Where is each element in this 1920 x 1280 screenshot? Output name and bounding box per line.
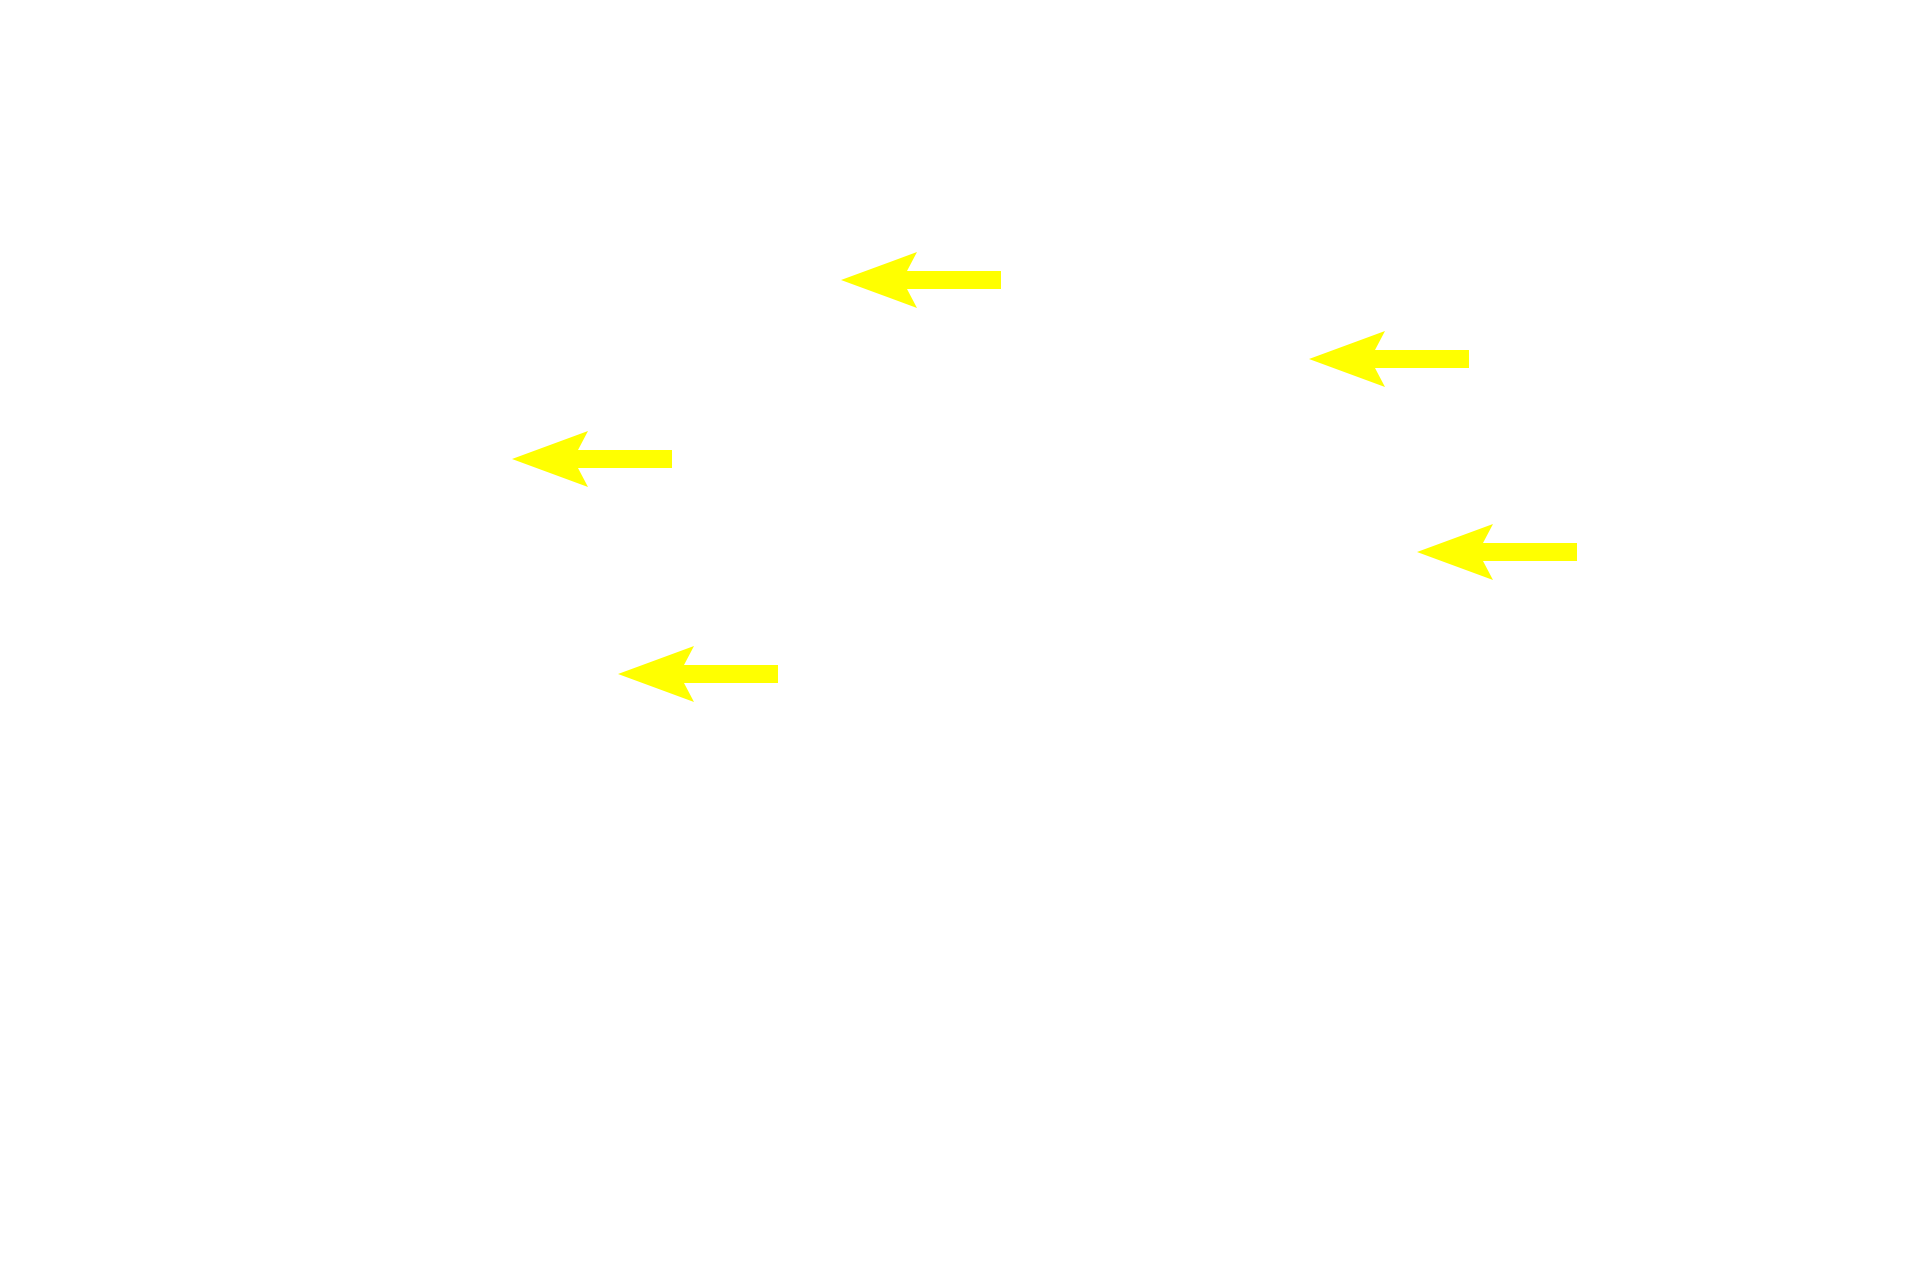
arrow-shape: [618, 646, 778, 702]
arrow-shape: [1417, 524, 1577, 580]
left-arrow-icon: [618, 646, 778, 702]
arrow-shape: [512, 431, 672, 487]
arrow-shape: [841, 252, 1001, 308]
left-arrow-icon: [1309, 331, 1469, 387]
left-arrow-icon: [841, 252, 1001, 308]
arrow-shape: [1309, 331, 1469, 387]
left-arrow-icon: [1417, 524, 1577, 580]
left-arrow-icon: [512, 431, 672, 487]
